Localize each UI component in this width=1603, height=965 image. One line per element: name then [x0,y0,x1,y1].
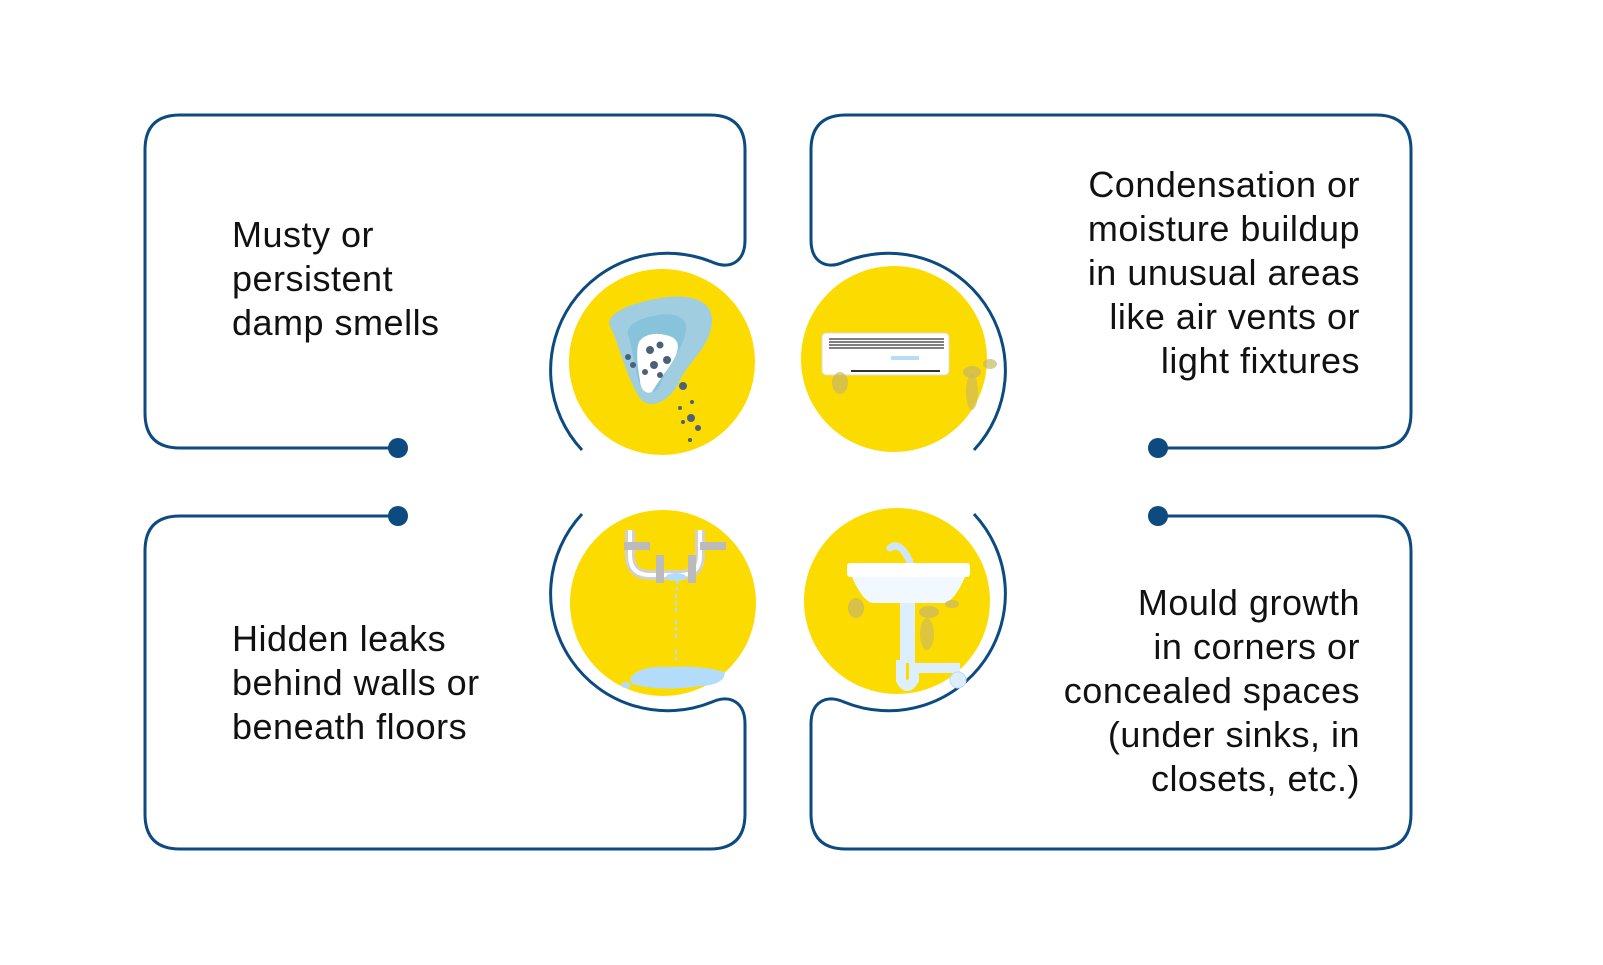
air-conditioner-icon [801,266,997,452]
text-line: (under sinks, in [1107,714,1360,755]
panel-text-mould-growth: Mould growth in corners or concealed spa… [1064,581,1360,801]
text-line: light fixtures [1160,340,1360,381]
panel-text-condensation: Condensation or moisture buildup in unus… [1088,163,1360,383]
text-line: in corners or [1153,626,1360,667]
leaking-pipe-icon [570,510,756,696]
panel-outline-top-right [809,113,1413,458]
text-line: in unusual areas [1087,252,1360,293]
text-line: Musty or [232,214,375,255]
text-line: concealed spaces [1063,670,1360,711]
text-line: Condensation or [1088,164,1360,205]
text-line: closets, etc.) [1150,758,1360,799]
text-line: damp smells [232,302,440,343]
panel-outline-bottom-right [809,506,1413,851]
panel-outline-bottom-left [143,506,747,851]
text-line: behind walls or [232,662,480,703]
sink-icon [804,508,990,694]
mould-stain-icon [569,269,755,455]
panel-text-hidden-leaks: Hidden leaks behind walls or beneath flo… [232,617,480,749]
text-line: beneath floors [232,706,468,747]
panel-outline-top-left [143,113,747,458]
text-line: moisture buildup [1087,208,1360,249]
text-line: like air vents or [1109,296,1360,337]
text-line: Mould growth [1137,582,1360,623]
panel-text-damp-smells: Musty or persistent damp smells [232,213,440,345]
text-line: persistent [232,258,394,299]
text-line: Hidden leaks [232,618,447,659]
